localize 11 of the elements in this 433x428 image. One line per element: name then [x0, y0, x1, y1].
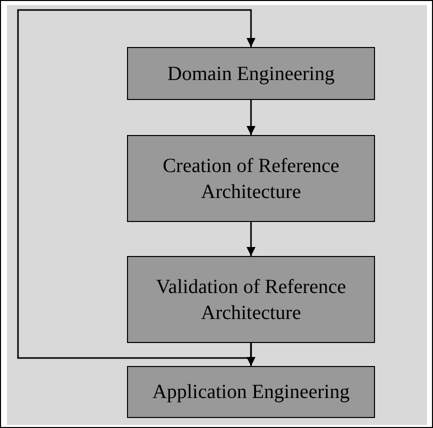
process-box — [127, 256, 375, 343]
arrow — [246, 222, 256, 256]
box-label: Application Engineering — [152, 380, 350, 405]
box-label: Validation of Reference Architecture — [155, 274, 347, 326]
feedback-arrow — [17, 9, 256, 359]
process-box — [127, 135, 375, 222]
box-label: Creation of Reference Architecture — [162, 154, 340, 204]
box-label: Domain Engineering — [167, 62, 335, 86]
process-box — [127, 366, 375, 418]
arrow — [246, 100, 256, 135]
process-box — [127, 47, 375, 100]
